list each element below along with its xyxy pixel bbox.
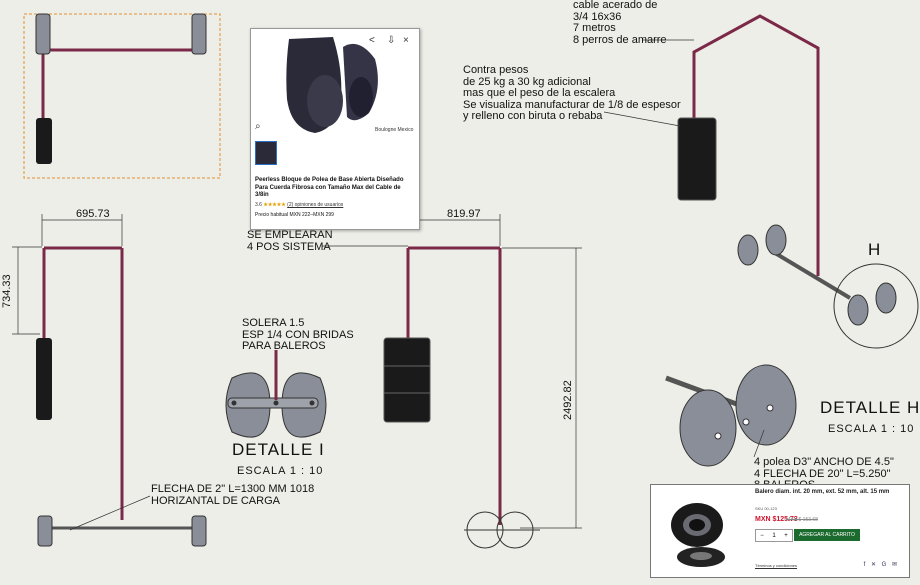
shop-price: MXN $125.73: [755, 516, 798, 523]
close-icon[interactable]: ×: [403, 35, 409, 46]
download-icon[interactable]: ⇩: [387, 35, 396, 46]
middle-view: [322, 214, 582, 549]
product-rating: 3.6 ★★★★★ (2) opiniones de usuarios: [255, 202, 344, 208]
detalle-h-title: DETALLE H: [820, 398, 920, 417]
share-icon[interactable]: <: [369, 35, 375, 46]
social-icons[interactable]: f ✕ G ✉: [863, 562, 899, 568]
shop-sku: SKU 00-123: [755, 506, 777, 511]
dim-819: 819.97: [447, 208, 481, 220]
detalle-i-scale: ESCALA 1 : 10: [237, 465, 324, 477]
detalle-h-scale: ESCALA 1 : 10: [828, 423, 915, 435]
conditions-link[interactable]: Términos y condiciones: [755, 563, 798, 568]
qty-value: 1: [772, 532, 776, 539]
zoom-icon[interactable]: ⌕: [255, 121, 261, 132]
image-brand: Boulogne Mexico: [375, 127, 414, 133]
dim-734: 734.33: [1, 274, 13, 308]
dim-695: 695.73: [76, 208, 110, 220]
thumbnail[interactable]: [255, 141, 277, 165]
product-price: Precio habitual MXN 222–MXN 299: [255, 212, 334, 218]
product-popup[interactable]: < ⇩ × ⌕ Boulogne Mexico Peerless Bloque …: [250, 28, 420, 230]
detalle-i-title: DETALLE I: [232, 440, 325, 459]
left-view: [12, 214, 207, 547]
detail-h-marker: H: [868, 240, 882, 259]
plus-icon[interactable]: +: [784, 532, 788, 539]
shop-title: Balero diam. int. 20 mm, ext. 52 mm, alt…: [755, 489, 890, 495]
add-to-cart-button[interactable]: AGREGAR AL CARRITO: [794, 529, 860, 541]
quantity-stepper[interactable]: − 1 +: [755, 529, 793, 542]
top-left-assembly: [35, 13, 207, 164]
selection-box[interactable]: [23, 13, 221, 179]
shop-old-price: MXN $ 153.68: [786, 517, 818, 523]
detalle-i-drawing: [225, 350, 327, 438]
right-3d-view: [677, 14, 919, 349]
pulley-image: [286, 37, 378, 133]
minus-icon[interactable]: −: [760, 532, 764, 539]
shop-widget[interactable]: Balero diam. int. 20 mm, ext. 52 mm, alt…: [650, 484, 910, 578]
product-title: Peerless Bloque de Polea de Base Abierta…: [255, 177, 404, 198]
bearing-image: [671, 503, 725, 567]
detalle-h-drawing: [665, 364, 797, 467]
dim-2492: 2492.82: [562, 380, 574, 420]
